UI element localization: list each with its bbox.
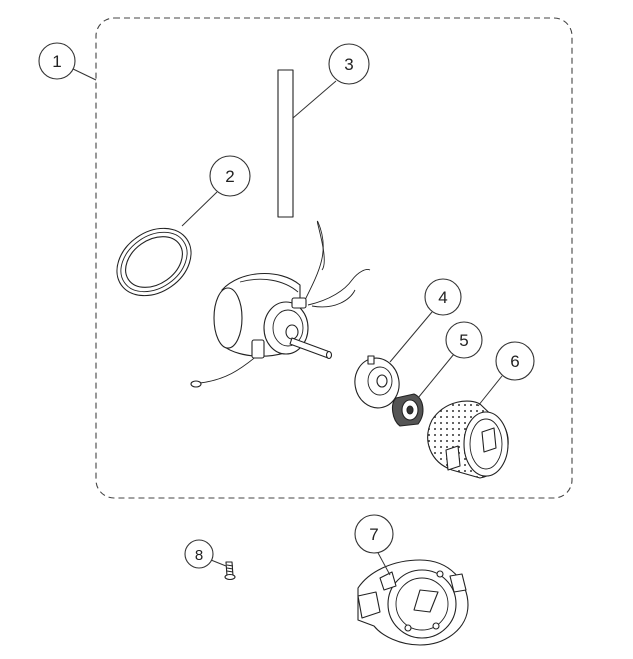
callout-3-label: 3 — [344, 55, 353, 74]
callout-1[interactable]: 1 — [38, 42, 76, 80]
part-7-housing[interactable] — [357, 559, 469, 646]
callout-8-label: 8 — [195, 547, 203, 564]
callout-1-label: 1 — [52, 52, 61, 71]
callout-4[interactable]: 4 — [424, 278, 462, 316]
motor-assembly[interactable] — [190, 221, 371, 388]
part-6-perforated-drum[interactable] — [427, 400, 509, 479]
callout-4-label: 4 — [438, 288, 447, 307]
callout-6[interactable]: 6 — [495, 341, 535, 381]
part-4-flange[interactable] — [351, 355, 403, 412]
part-3-strip[interactable] — [277, 69, 294, 218]
part-5-hub[interactable] — [391, 393, 424, 427]
callout-5[interactable]: 5 — [445, 321, 483, 359]
callout-3[interactable]: 3 — [328, 43, 370, 85]
part-8-screw[interactable] — [224, 561, 236, 581]
callout-8[interactable]: 8 — [184, 539, 214, 569]
part-2-gasket-ring[interactable] — [104, 214, 204, 309]
assembly-boundary — [95, 17, 573, 499]
callout-7[interactable]: 7 — [354, 514, 394, 554]
callout-6-label: 6 — [510, 352, 519, 371]
callout-7-label: 7 — [369, 525, 378, 544]
callout-5-label: 5 — [459, 331, 468, 350]
leader-lines — [70, 67, 503, 576]
callout-2-label: 2 — [225, 167, 234, 186]
callout-2[interactable]: 2 — [209, 155, 251, 197]
